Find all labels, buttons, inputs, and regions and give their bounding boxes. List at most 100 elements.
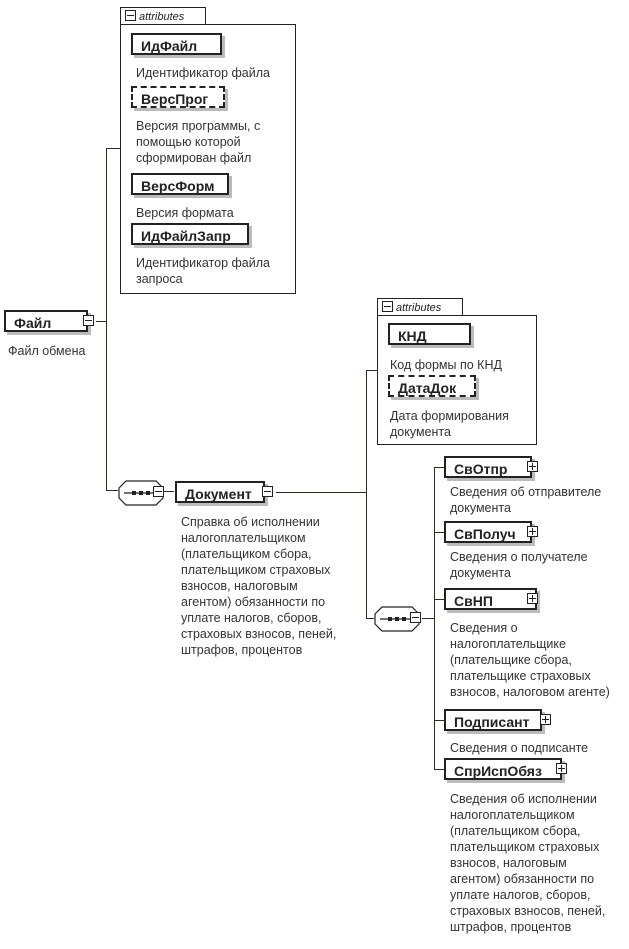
attributes-group-tab[interactable]: attributes (120, 7, 206, 25)
desc-line: Версия программы, с (136, 119, 261, 133)
desc-line: взносов, налоговым (181, 579, 298, 593)
connector (106, 148, 107, 490)
desc-line: (плательщике сбора, (450, 653, 572, 667)
desc-line: Справка об исполнении (181, 515, 320, 529)
element-svotpr[interactable]: СвОтпр (444, 456, 532, 478)
child-description: Сведения об отправителе документа (450, 484, 601, 516)
connector (96, 321, 106, 322)
collapse-icon[interactable] (153, 486, 164, 497)
collapse-icon[interactable] (410, 612, 421, 623)
desc-line: агентом) обязанности по (181, 595, 326, 609)
collapse-icon[interactable] (125, 10, 136, 21)
document-description: Справка об исполнении налогоплательщиком… (181, 514, 336, 658)
desc-line: агентом) обязанности по (450, 872, 595, 886)
desc-line: плательщиком страховых (450, 840, 600, 854)
desc-line: Сведения об исполнении (450, 792, 597, 806)
attribute-description: Идентификатор файла (136, 66, 270, 80)
connector (434, 467, 444, 468)
root-element-fail[interactable]: Файл (4, 310, 88, 332)
desc-line: запроса (136, 272, 183, 286)
element-dokument[interactable]: Документ (175, 481, 265, 503)
connector (276, 492, 366, 493)
attribute-description: Версия формата (136, 206, 234, 220)
connector (164, 491, 174, 492)
desc-line: взносов, налоговым (450, 856, 567, 870)
attribute-description: Версия программы, с помощью которой сфор… (136, 118, 260, 166)
desc-line: документа (390, 425, 451, 439)
expand-icon[interactable] (527, 461, 538, 472)
desc-line: помощью которой (136, 135, 241, 149)
desc-line: взносов, налоговом агенте) (450, 685, 610, 699)
desc-line: уплате налогов, сборов, (181, 611, 322, 625)
element-name: Документ (185, 486, 252, 502)
connector (422, 618, 434, 619)
desc-line: плательщиком страховых (181, 563, 331, 577)
desc-line: (плательщиком сбора, (450, 824, 581, 838)
element-name: Файл (14, 315, 52, 331)
root-description: Файл обмена (8, 344, 86, 358)
element-name: СвОтпр (454, 461, 508, 477)
sequence-compositor-icon[interactable] (118, 480, 168, 506)
desc-line: налогоплательщиком (181, 531, 306, 545)
attribute-knd[interactable]: КНД (388, 323, 471, 345)
expand-icon[interactable] (540, 714, 551, 725)
attribute-datadok[interactable]: ДатаДок (388, 375, 476, 397)
desc-line: (плательщиком сбора, (181, 547, 312, 561)
desc-line: документа (450, 501, 511, 515)
attribute-description: Идентификатор файла запроса (136, 255, 270, 287)
connector (366, 618, 374, 619)
collapse-icon[interactable] (382, 301, 393, 312)
element-name: СвНП (454, 593, 493, 609)
collapse-icon[interactable] (262, 486, 273, 497)
attribute-description: Дата формирования документа (390, 408, 509, 440)
attribute-idfailzapr[interactable]: ИдФайлЗапр (131, 223, 249, 245)
document-attributes-group: КНД Код формы по КНД ДатаДок Дата формир… (377, 315, 537, 445)
desc-line: документа (450, 566, 511, 580)
desc-line: Сведения об отправителе (450, 485, 602, 499)
child-description: Сведения о налогоплательщике (плательщик… (450, 620, 610, 700)
attribute-description: Код формы по КНД (390, 358, 502, 372)
attribute-versprog[interactable]: ВерсПрог (131, 86, 225, 108)
desc-line: сформирован файл (136, 151, 252, 165)
connector (434, 532, 444, 533)
connector (434, 769, 444, 770)
desc-line: плательщике страховых (450, 669, 591, 683)
root-attributes-group: ИдФайл Идентификатор файла ВерсПрог Верс… (120, 24, 296, 294)
expand-icon[interactable] (527, 593, 538, 604)
collapse-icon[interactable] (83, 315, 94, 326)
connector (106, 490, 118, 491)
element-svnp[interactable]: СвНП (444, 588, 537, 610)
attribute-name: ВерсФорм (141, 178, 215, 194)
desc-line: налогоплательщиком (450, 808, 575, 822)
expand-icon[interactable] (527, 526, 538, 537)
sequence-compositor-icon[interactable] (374, 606, 424, 632)
desc-line: Дата формирования (390, 409, 509, 423)
element-svpoluch[interactable]: СвПолуч (444, 521, 532, 543)
element-name: СпрИспОбяз (454, 763, 542, 779)
element-spr-isp-obyaz[interactable]: СпрИспОбяз (444, 758, 562, 780)
desc-line: налогоплательщике (450, 637, 566, 651)
connector (434, 720, 444, 721)
attribute-name: ВерсПрог (141, 91, 209, 107)
element-podpisant[interactable]: Подписант (444, 709, 542, 731)
connector (106, 148, 120, 149)
desc-line: Идентификатор файла (136, 256, 270, 270)
attributes-label: attributes (139, 11, 185, 23)
desc-line: Сведения о получателе (450, 550, 588, 564)
attribute-name: ДатаДок (398, 380, 457, 396)
desc-line: уплате налогов, сборов, (450, 888, 591, 902)
connector (434, 599, 444, 600)
desc-line: страховых взносов, пеней, (181, 627, 337, 641)
desc-line: Сведения о (450, 621, 518, 635)
expand-icon[interactable] (556, 763, 567, 774)
element-name: Подписант (454, 714, 530, 730)
attribute-name: КНД (398, 328, 427, 344)
connector (366, 370, 377, 371)
attribute-versform[interactable]: ВерсФорм (131, 173, 229, 195)
attribute-name: ИдФайлЗапр (141, 228, 231, 244)
child-description: Сведения о получателе документа (450, 549, 588, 581)
attribute-idfail[interactable]: ИдФайл (131, 33, 222, 55)
desc-line: штрафов, процентов (450, 920, 572, 934)
element-name: СвПолуч (454, 526, 516, 542)
attributes-group-tab[interactable]: attributes (377, 298, 463, 316)
